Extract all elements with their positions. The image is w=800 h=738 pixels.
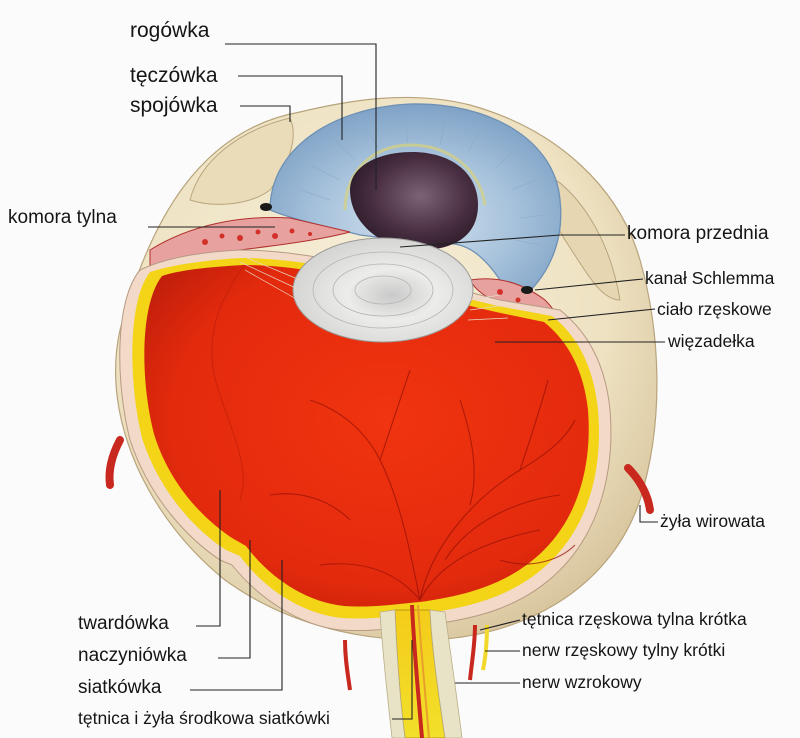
label-cornea: rogówka (130, 19, 209, 43)
schlemm-canal-left (260, 203, 272, 211)
label-conjunctiva: spojówka (130, 94, 218, 118)
label-sclera: twardówka (78, 613, 169, 635)
lens (293, 238, 473, 342)
vortex-vein-left (109, 440, 120, 485)
label-zonules: więzadełka (668, 331, 755, 352)
label-vortex-vein: żyła wirowata (660, 511, 765, 532)
label-schlemm-canal: kanał Schlemma (645, 268, 774, 289)
posterior-ciliary-artery (345, 640, 350, 690)
label-short-posterior-ciliary-nerve: nerw rzęskowy tylny krótki (522, 640, 725, 661)
schlemm-canal-right (521, 286, 533, 294)
label-ciliary-body: ciało rzęskowe (657, 299, 772, 320)
label-anterior-chamber: komora przednia (627, 223, 769, 245)
label-iris: tęczówka (130, 64, 218, 88)
label-retina: siatkówka (78, 677, 161, 699)
label-choroid: naczyniówka (78, 645, 187, 667)
label-optic-nerve: nerw wzrokowy (522, 672, 642, 693)
label-central-retinal-vessels: tętnica i żyła środkowa siatkówki (78, 708, 330, 729)
label-posterior-chamber: komora tylna (8, 207, 117, 229)
label-short-posterior-ciliary-artery: tętnica rzęskowa tylna krótka (522, 609, 747, 630)
